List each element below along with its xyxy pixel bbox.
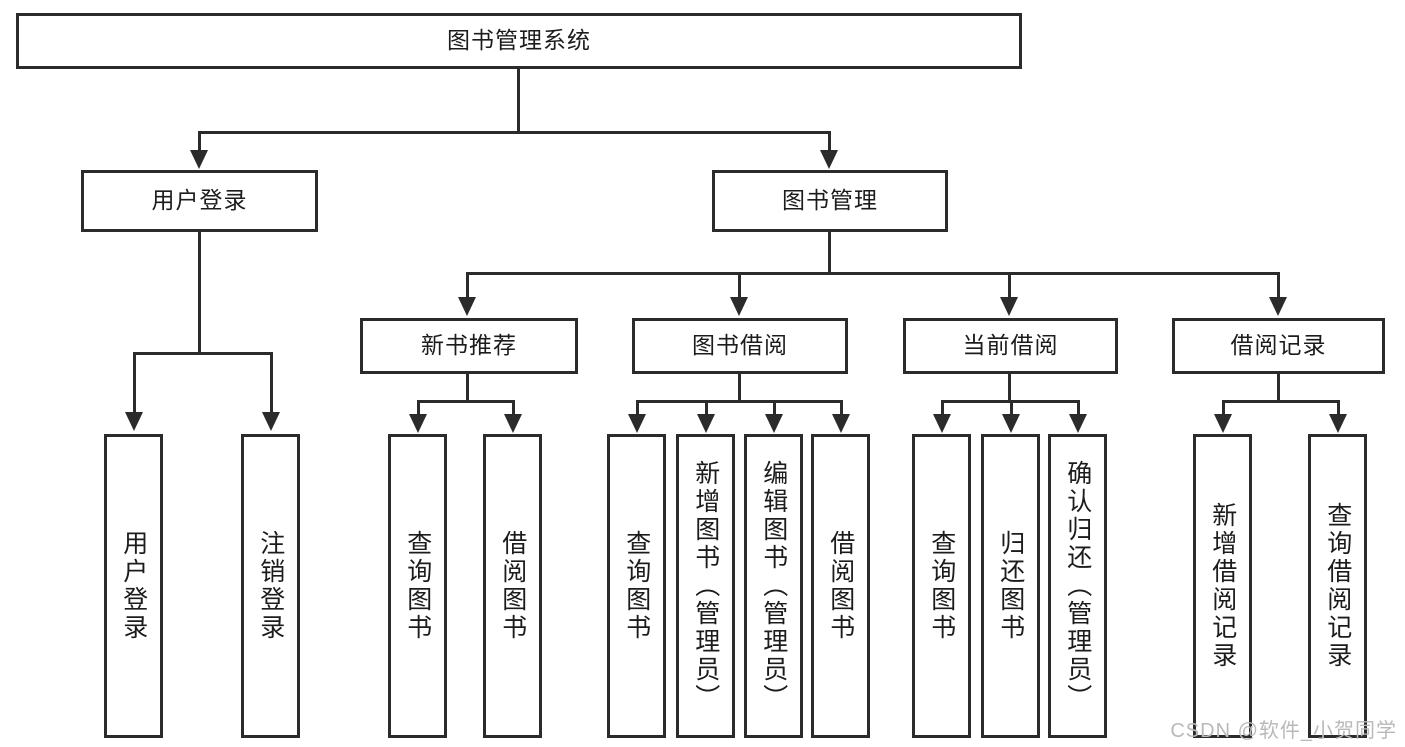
leaf-user-logout-label: 注销登录 [256,530,285,642]
connector-to-leaf-edit-book [773,400,776,416]
node-new-book-recommend-label: 新书推荐 [421,332,517,359]
arrowhead-book-management [820,150,838,169]
arrowhead-leaf-borrow-book-1 [504,414,522,433]
connector-to-book-borrow [738,272,741,299]
leaf-add-book[interactable]: 新增图书（管理员） [676,434,735,738]
leaf-borrow-book-1-label: 借阅图书 [498,530,527,642]
arrowhead-leaf-edit-book [765,414,783,433]
connector-to-leaf-query-book-2 [636,400,639,416]
arrowhead-leaf-user-logout [262,412,280,431]
arrowhead-leaf-add-record [1214,414,1232,433]
arrowhead-leaf-query-record [1329,414,1347,433]
arrowhead-leaf-return-book [1002,414,1020,433]
connector-to-leaf-add-book [705,400,708,416]
arrowhead-leaf-query-book-2 [628,414,646,433]
arrowhead-borrow-record [1269,297,1287,316]
connector-to-user-login [198,131,201,154]
connector-borrow-record-bus [1222,400,1340,403]
node-user-login-label: 用户登录 [151,187,248,214]
leaf-edit-book-label: 编辑图书（管理员） [759,460,788,712]
leaf-query-book-3-label: 查询图书 [927,530,956,642]
leaf-query-book-2[interactable]: 查询图书 [607,434,666,738]
leaf-confirm-return[interactable]: 确认归还（管理员） [1048,434,1107,738]
leaf-add-record-label: 新增借阅记录 [1208,502,1237,670]
arrowhead-leaf-borrow-book-2 [832,414,850,433]
leaf-user-login[interactable]: 用户登录 [104,434,163,738]
connector-user-login-bus [133,352,273,355]
leaf-query-book-1[interactable]: 查询图书 [388,434,447,738]
leaf-borrow-book-1[interactable]: 借阅图书 [483,434,542,738]
arrowhead-leaf-confirm-return [1069,414,1087,433]
connector-to-borrow-record [1277,272,1280,299]
leaf-user-login-label: 用户登录 [119,530,148,642]
connector-to-leaf-query-record [1337,400,1340,416]
arrowhead-leaf-add-book [697,414,715,433]
node-root[interactable]: 图书管理系统 [16,13,1022,69]
connector-to-leaf-query-book-3 [941,400,944,416]
node-book-borrow[interactable]: 图书借阅 [632,318,848,374]
leaf-query-record[interactable]: 查询借阅记录 [1308,434,1367,738]
arrowhead-leaf-query-book-3 [933,414,951,433]
leaf-edit-book[interactable]: 编辑图书（管理员） [744,434,803,738]
connector-new-book-recommend-stem [466,374,469,400]
node-current-borrow[interactable]: 当前借阅 [903,318,1118,374]
connector-to-current-borrow [1008,272,1011,299]
connector-to-book-management [828,131,831,154]
connector-to-leaf-confirm-return [1077,400,1080,416]
connector-book-management-stem [828,232,831,272]
leaf-query-book-1-label: 查询图书 [403,530,432,642]
node-current-borrow-label: 当前借阅 [962,332,1059,359]
node-new-book-recommend[interactable]: 新书推荐 [360,318,578,374]
leaf-query-book-2-label: 查询图书 [622,530,651,642]
connector-user-login-stem [198,232,201,352]
node-borrow-record[interactable]: 借阅记录 [1172,318,1385,374]
leaf-borrow-book-2-label: 借阅图书 [826,530,855,642]
connector-to-leaf-query-book-1 [417,400,420,416]
connector-new-book-recommend-bus [417,400,515,403]
leaf-borrow-book-2[interactable]: 借阅图书 [811,434,870,738]
leaf-add-record[interactable]: 新增借阅记录 [1193,434,1252,738]
connector-to-leaf-return-book [1010,400,1013,416]
leaf-add-book-label: 新增图书（管理员） [691,460,720,712]
arrowhead-new-book-recommend [458,297,476,316]
connector-level2-bus [198,131,831,134]
arrowhead-user-login [190,150,208,169]
leaf-return-book[interactable]: 归还图书 [981,434,1040,738]
arrowhead-current-borrow [1000,297,1018,316]
connector-to-leaf-borrow-book-1 [512,400,515,416]
node-book-borrow-label: 图书借阅 [692,332,788,359]
connector-book-borrow-bus [636,400,842,403]
connector-to-leaf-add-record [1222,400,1225,416]
node-book-management-label: 图书管理 [782,187,878,214]
connector-root-stem [517,69,520,131]
arrowhead-leaf-query-book-1 [409,414,427,433]
connector-book-borrow-stem [738,374,741,400]
leaf-return-book-label: 归还图书 [996,530,1025,642]
connector-current-borrow-stem [1008,374,1011,400]
leaf-query-book-3[interactable]: 查询图书 [912,434,971,738]
leaf-user-logout[interactable]: 注销登录 [241,434,300,738]
connector-to-leaf-borrow-book-2 [840,400,843,416]
connector-borrow-record-stem [1277,374,1280,400]
connector-to-leaf-user-login [133,352,136,414]
node-book-management[interactable]: 图书管理 [712,170,948,232]
node-borrow-record-label: 借阅记录 [1230,332,1327,359]
arrowhead-leaf-user-login [125,412,143,431]
leaf-confirm-return-label: 确认归还（管理员） [1063,460,1092,712]
leaf-query-record-label: 查询借阅记录 [1323,502,1352,670]
arrowhead-book-borrow [730,297,748,316]
node-user-login[interactable]: 用户登录 [81,170,318,232]
node-root-label: 图书管理系统 [447,27,591,54]
connector-to-new-book-recommend [466,272,469,299]
csdn-watermark: CSDN @软件_小贺同学 [1170,720,1397,742]
connector-to-leaf-user-logout [270,352,273,414]
connector-level3-bus [466,272,1280,275]
